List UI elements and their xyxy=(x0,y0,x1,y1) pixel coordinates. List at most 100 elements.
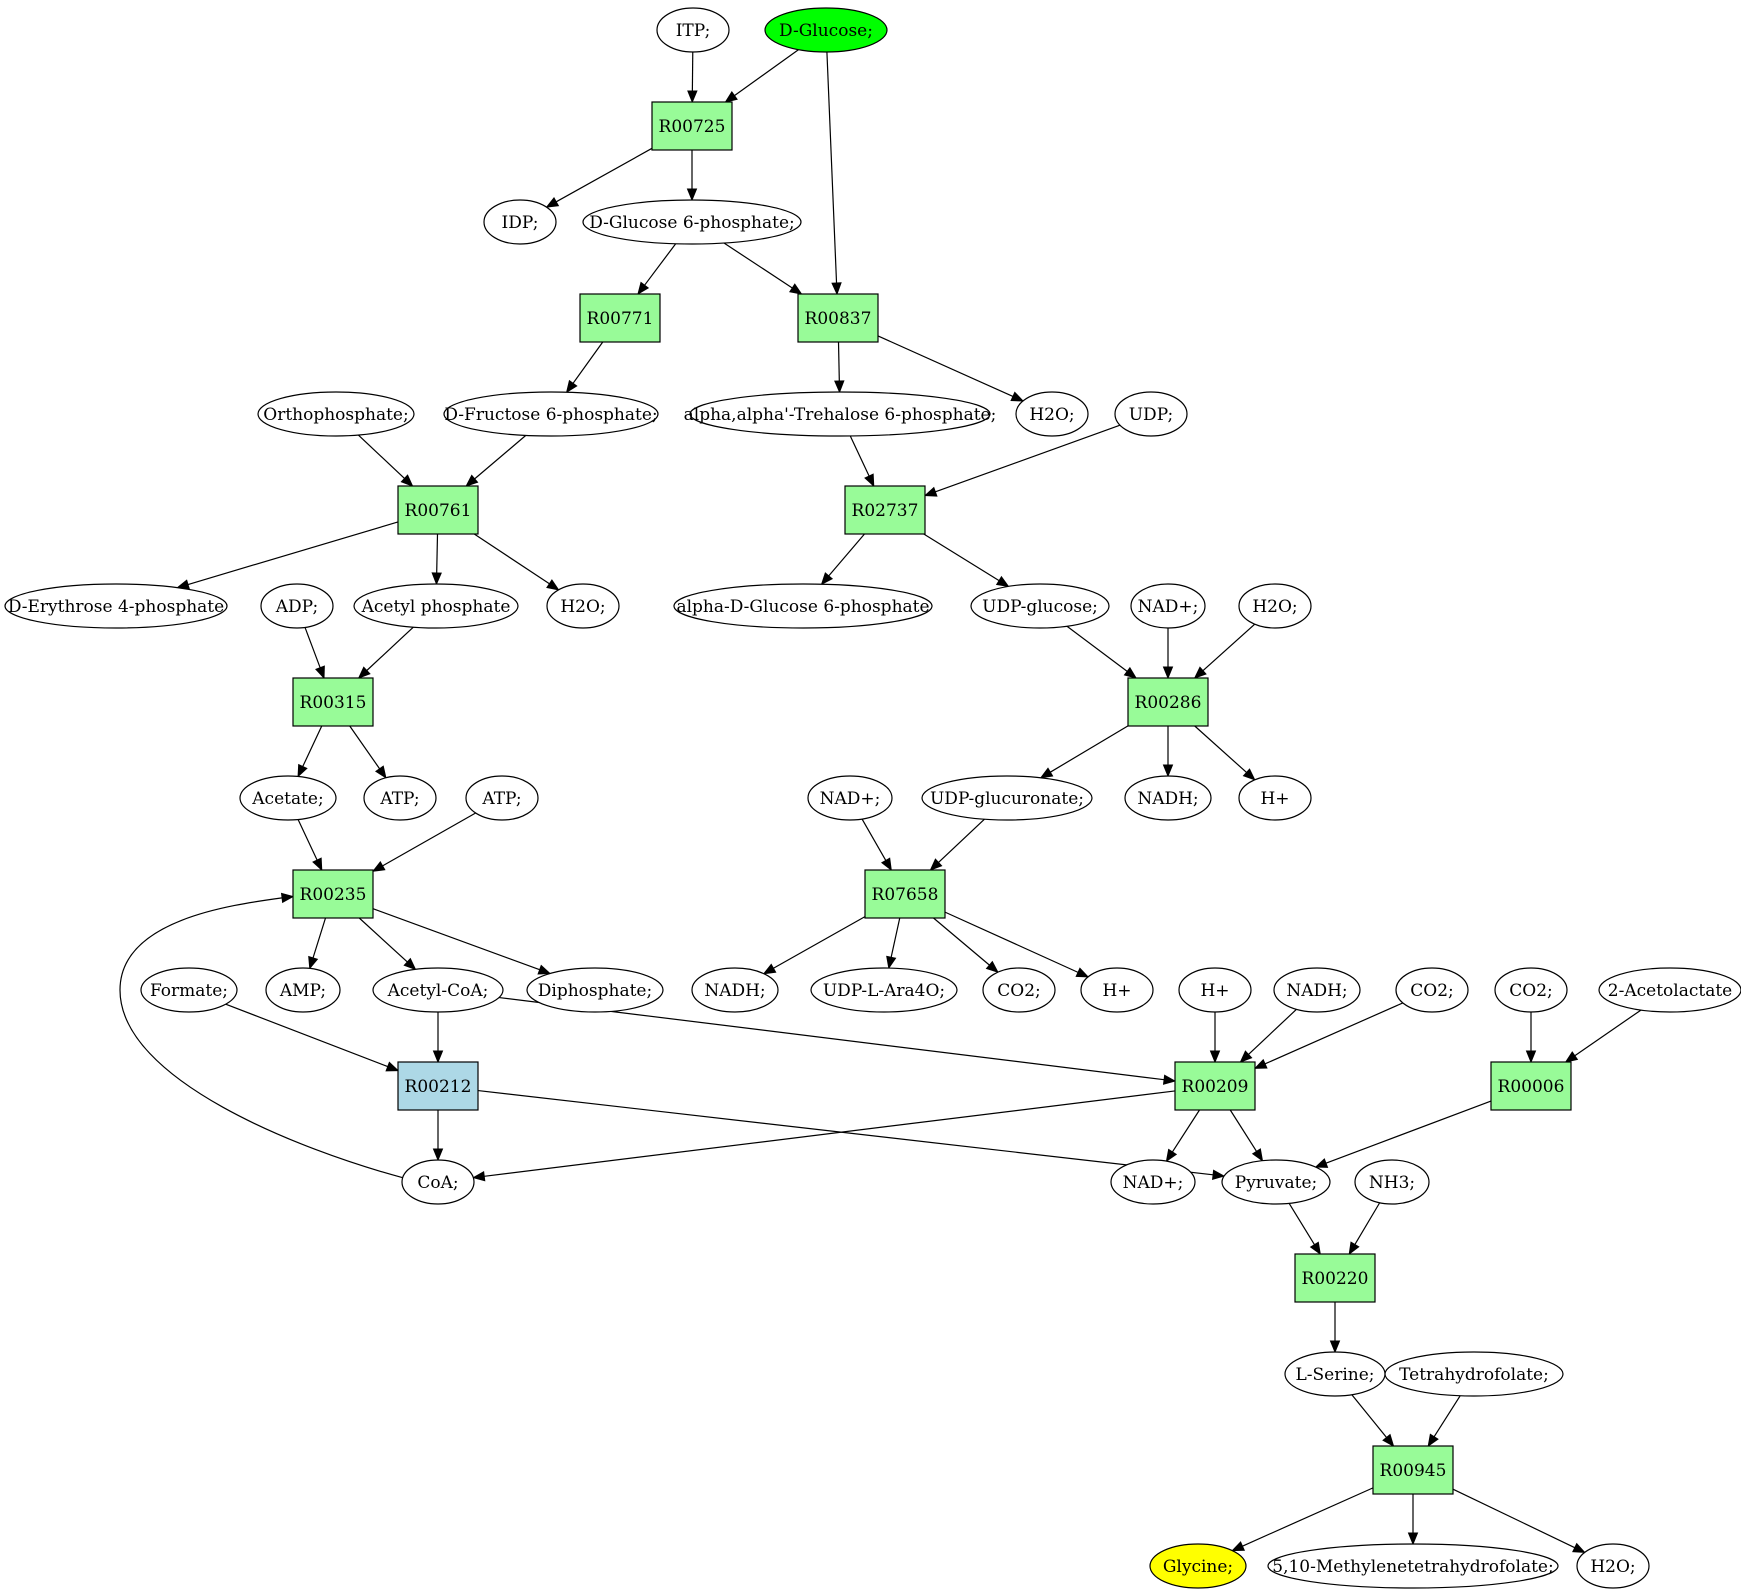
edge-line xyxy=(474,434,527,480)
compound-node-udpgca[interactable]: UDP-glucuronate; xyxy=(921,775,1093,821)
compound-node-nadh_b[interactable]: NADH; xyxy=(691,967,779,1013)
reaction-node-r07658[interactable]: R07658 xyxy=(864,869,946,919)
compound-node-itp[interactable]: ITP; xyxy=(656,7,730,53)
node-label: NADH; xyxy=(1137,789,1198,809)
compound-node-e4p[interactable]: D-Erythrose 4-phosphate xyxy=(4,583,228,629)
compound-node-nadp_a[interactable]: NAD+; xyxy=(1130,583,1206,629)
compound-node-nh3[interactable]: NH3; xyxy=(1354,1159,1430,1205)
reaction-node-r00761[interactable]: R00761 xyxy=(397,485,479,535)
compound-node-ag6p[interactable]: alpha-D-Glucose 6-phosphate xyxy=(673,583,933,629)
edge-line xyxy=(1229,1109,1258,1152)
compound-node-tre6p[interactable]: alpha,alpha'-Trehalose 6-phosphate; xyxy=(684,391,997,437)
edge-r00212-to-pyruvate xyxy=(477,1089,1226,1180)
reaction-node-r00235[interactable]: R00235 xyxy=(292,869,374,919)
edge-line xyxy=(1202,623,1256,672)
node-label: R00945 xyxy=(1380,1461,1447,1481)
edge-h2o_c-to-r00286 xyxy=(1193,623,1256,679)
compound-node-dglucose[interactable]: D-Glucose; xyxy=(764,7,888,53)
compound-node-idp[interactable]: IDP; xyxy=(483,199,557,245)
compound-node-co2_a[interactable]: CO2; xyxy=(982,967,1056,1013)
reaction-node-r00209[interactable]: R00209 xyxy=(1174,1061,1256,1111)
compound-node-atp_a[interactable]: ATP; xyxy=(363,775,437,821)
compound-ellipse xyxy=(1273,967,1361,1013)
compound-node-orthophosphate[interactable]: Orthophosphate; xyxy=(257,391,415,437)
compound-node-udp[interactable]: UDP; xyxy=(1114,391,1188,437)
reaction-node-r00837[interactable]: R00837 xyxy=(797,293,879,343)
compound-ellipse xyxy=(810,967,958,1013)
reaction-node-r02737[interactable]: R02737 xyxy=(844,485,926,535)
edge-line xyxy=(302,725,323,767)
reaction-box xyxy=(864,869,946,919)
node-label: ADP; xyxy=(275,597,318,617)
compound-node-nadh_a[interactable]: NADH; xyxy=(1124,775,1212,821)
reaction-node-r00771[interactable]: R00771 xyxy=(579,293,661,343)
compound-node-h2o_c[interactable]: H2O; xyxy=(1238,583,1312,629)
reaction-node-r00212[interactable]: R00212 xyxy=(397,1061,479,1111)
arrowhead xyxy=(923,486,938,497)
compound-node-adp[interactable]: ADP; xyxy=(260,583,334,629)
compound-node-acetylp[interactable]: Acetyl phosphate xyxy=(353,583,519,629)
edge-r00761-to-h2o_b xyxy=(473,533,560,591)
compound-node-pyruvate[interactable]: Pyruvate; xyxy=(1221,1159,1331,1205)
compound-node-hplus_b[interactable]: H+ xyxy=(1080,967,1154,1013)
reaction-node-r00006[interactable]: R00006 xyxy=(1490,1061,1572,1111)
compound-node-glycine[interactable]: Glycine; xyxy=(1149,1543,1247,1589)
arrowhead xyxy=(1329,1340,1341,1354)
compound-ellipse xyxy=(1080,967,1154,1013)
compound-node-hplus_c[interactable]: H+ xyxy=(1178,967,1252,1013)
compound-node-f6p[interactable]: D-Fructose 6-phosphate; xyxy=(443,391,659,437)
edge-adp-to-r00315 xyxy=(304,627,325,680)
compound-ellipse xyxy=(546,583,620,629)
compound-node-acoa[interactable]: Acetyl-CoA; xyxy=(372,967,504,1013)
compound-node-coa[interactable]: CoA; xyxy=(401,1159,475,1205)
edge-r00209-to-coa xyxy=(471,1090,1176,1182)
edge-line xyxy=(382,812,476,867)
edge-r00761-to-e4p xyxy=(176,521,399,590)
compound-node-lserine[interactable]: L-Serine; xyxy=(1284,1351,1386,1397)
compound-node-atp_b[interactable]: ATP; xyxy=(465,775,539,821)
arrowhead xyxy=(1165,1148,1178,1163)
compound-node-g6p[interactable]: D-Glucose 6-phosphate; xyxy=(582,199,802,245)
reaction-node-r00220[interactable]: R00220 xyxy=(1294,1253,1376,1303)
edge-line xyxy=(358,917,408,963)
edge-r00286-to-udpgca xyxy=(1039,725,1129,779)
arrowhead xyxy=(1162,1074,1177,1085)
edge-line xyxy=(1433,1395,1461,1438)
compound-node-udpara[interactable]: UDP-L-Ara4O; xyxy=(810,967,958,1013)
node-label: Formate; xyxy=(150,981,228,1001)
compound-node-hplus_a[interactable]: H+ xyxy=(1238,775,1312,821)
node-label: R00212 xyxy=(405,1077,472,1097)
node-label: CO2; xyxy=(1410,981,1454,1001)
compound-node-acetolactate[interactable]: 2-Acetolactate xyxy=(1598,967,1741,1013)
edge-r00945-to-mthf xyxy=(1407,1494,1419,1546)
compound-node-co2_b[interactable]: CO2; xyxy=(1395,967,1469,1013)
reaction-node-r00286[interactable]: R00286 xyxy=(1127,677,1209,727)
reaction-node-r00725[interactable]: R00725 xyxy=(651,101,733,151)
compound-node-nadp_b[interactable]: NAD+; xyxy=(807,775,893,821)
reaction-node-r00315[interactable]: R00315 xyxy=(292,677,374,727)
compound-node-thf[interactable]: Tetrahydrofolate; xyxy=(1384,1351,1564,1397)
compound-ellipse xyxy=(363,775,437,821)
arrowhead xyxy=(431,572,442,586)
compound-node-ppi[interactable]: Diphosphate; xyxy=(526,967,664,1013)
compound-node-h2o_d[interactable]: H2O; xyxy=(1576,1543,1650,1589)
compound-node-h2o_a[interactable]: H2O; xyxy=(1015,391,1089,437)
compound-node-acetate[interactable]: Acetate; xyxy=(239,775,337,821)
compound-node-udpglc[interactable]: UDP-glucose; xyxy=(970,583,1110,629)
edge-r00945-to-h2o_d xyxy=(1452,1488,1586,1553)
node-label: H+ xyxy=(1260,789,1289,809)
compound-node-amp[interactable]: AMP; xyxy=(265,967,341,1013)
arrowhead xyxy=(1075,967,1090,978)
compound-node-nadp_c[interactable]: NAD+; xyxy=(1110,1159,1196,1205)
edge-line xyxy=(436,533,439,574)
compound-node-nadh_c[interactable]: NADH; xyxy=(1273,967,1361,1013)
compound-node-mthf[interactable]: 5,10-Methylenetetrahydrofolate; xyxy=(1267,1543,1559,1589)
compound-node-formate[interactable]: Formate; xyxy=(140,967,238,1013)
arrowhead xyxy=(637,281,650,296)
arrowhead xyxy=(864,473,875,488)
compound-node-co2_c[interactable]: CO2; xyxy=(1494,967,1568,1013)
reaction-node-r00945[interactable]: R00945 xyxy=(1372,1445,1454,1495)
node-label: R00006 xyxy=(1498,1077,1565,1097)
compound-node-h2o_b[interactable]: H2O; xyxy=(546,583,620,629)
